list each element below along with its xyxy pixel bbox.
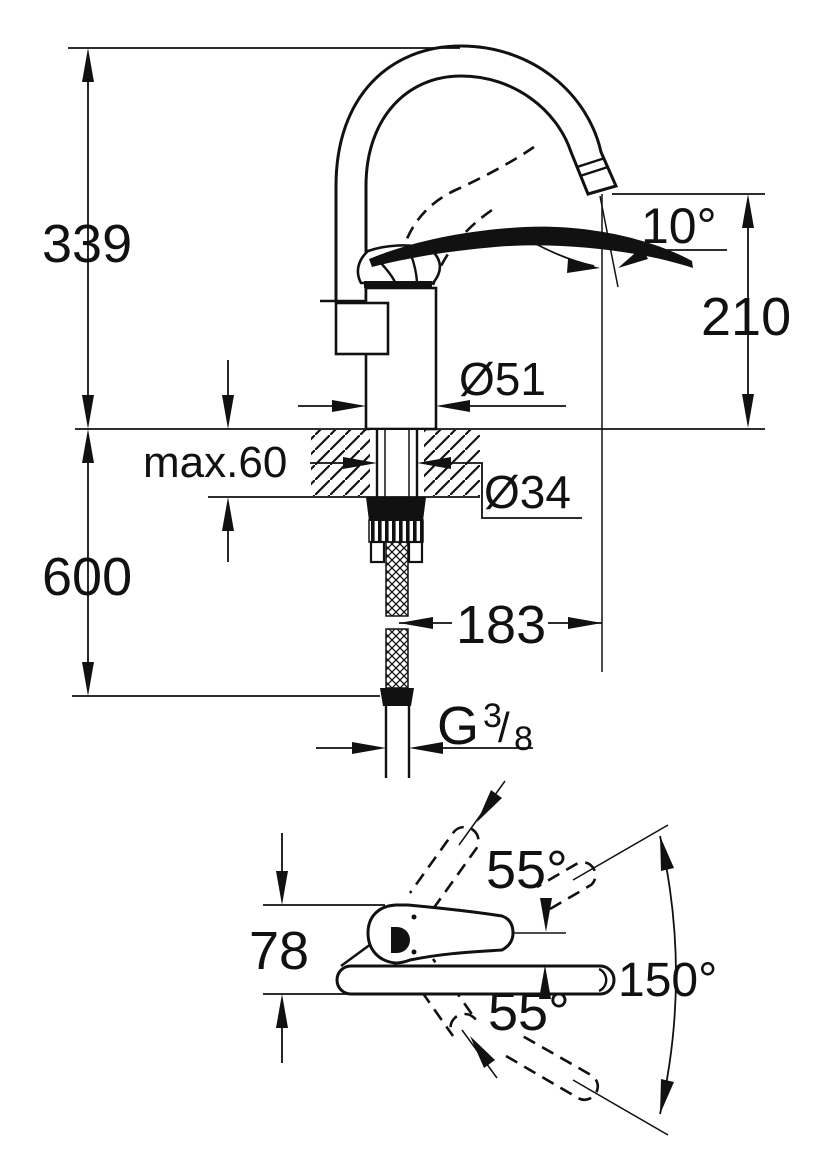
swing-direction-arc <box>533 242 595 267</box>
dimension-body-diameter: Ø51 <box>298 353 566 412</box>
dimension-total-height: 339 <box>42 48 132 429</box>
top-view: 78 55° 55° 150° <box>249 780 717 1136</box>
dimension-spout-reach: 183 <box>399 595 602 655</box>
front-view: 339 600 max.60 Ø51 <box>42 44 791 778</box>
lever-handle <box>356 226 693 288</box>
cartridge-mark <box>391 927 410 953</box>
dimension-stream-angle: 10° <box>533 198 727 273</box>
spout-rotated-upper-dashed <box>536 861 597 911</box>
dimension-handle-swing-lower: 55° <box>461 965 570 1079</box>
dimension-shank-diameter: Ø34 <box>310 457 582 519</box>
hose-end-nut <box>380 688 414 706</box>
dim-10deg-label: 10° <box>641 198 717 254</box>
dim-339-label: 339 <box>42 214 132 274</box>
swivel-extension-upper <box>572 824 669 881</box>
braided-hose-upper <box>385 541 409 617</box>
dim-150-label: 150° <box>618 954 717 1007</box>
pivot-dot <box>411 914 417 920</box>
dim-d51-label: Ø51 <box>459 353 546 405</box>
aerator-joint-line <box>576 156 606 169</box>
spout-rotated-lower-dashed <box>505 1032 599 1101</box>
dimension-outlet-height: 210 <box>701 194 791 428</box>
body-joint-band <box>364 281 432 288</box>
swivel-extension-lower <box>572 1079 669 1136</box>
dimension-thread-size: G 3 / 8 <box>316 696 533 758</box>
dim-55up-label: 55° <box>486 840 568 900</box>
thread-g-label: G <box>437 696 479 756</box>
dim-55dn-label: 55° <box>488 982 570 1042</box>
dim-183-label: 183 <box>456 595 546 655</box>
spout-end-inner-line <box>598 967 608 993</box>
dimension-handle-swing-upper: 55° <box>458 780 568 932</box>
dim-210-label: 210 <box>701 287 791 347</box>
dim-78-label: 78 <box>249 921 309 981</box>
pivot-dot <box>411 949 417 955</box>
lever-blade <box>369 226 693 268</box>
spout-outline <box>334 44 619 301</box>
dim-max60-label: max.60 <box>143 438 287 487</box>
thread-slash: / <box>498 704 510 751</box>
thread-denominator: 8 <box>514 720 533 758</box>
dim-600-label: 600 <box>42 547 132 607</box>
dimension-hose-length: 600 <box>42 429 132 696</box>
aerator-joint-line <box>579 165 609 178</box>
braided-hose-lower <box>385 628 409 689</box>
water-stream-line <box>599 195 619 288</box>
handle-rotated-lower-dashed <box>408 958 478 1037</box>
dimension-base-width: 78 <box>249 833 309 1063</box>
supply-hose <box>380 541 414 778</box>
side-connection-box <box>334 301 390 356</box>
dimension-spout-swivel: 150° <box>618 835 717 1115</box>
handle-rotated-upper-dashed <box>408 825 480 910</box>
thread-numerator: 3 <box>483 697 502 735</box>
knurled-ring <box>368 519 424 543</box>
handle-plan-outline <box>366 903 515 965</box>
dimension-deck-thickness: max.60 <box>143 360 287 562</box>
faucet-body-column <box>364 286 438 431</box>
mounting-nut <box>366 497 426 564</box>
dim-d34-label: Ø34 <box>484 466 571 518</box>
spout-plan-outline <box>335 964 616 996</box>
mounting-bracket <box>369 540 386 564</box>
mounting-bracket <box>407 540 424 564</box>
mounting-shank <box>370 430 424 497</box>
